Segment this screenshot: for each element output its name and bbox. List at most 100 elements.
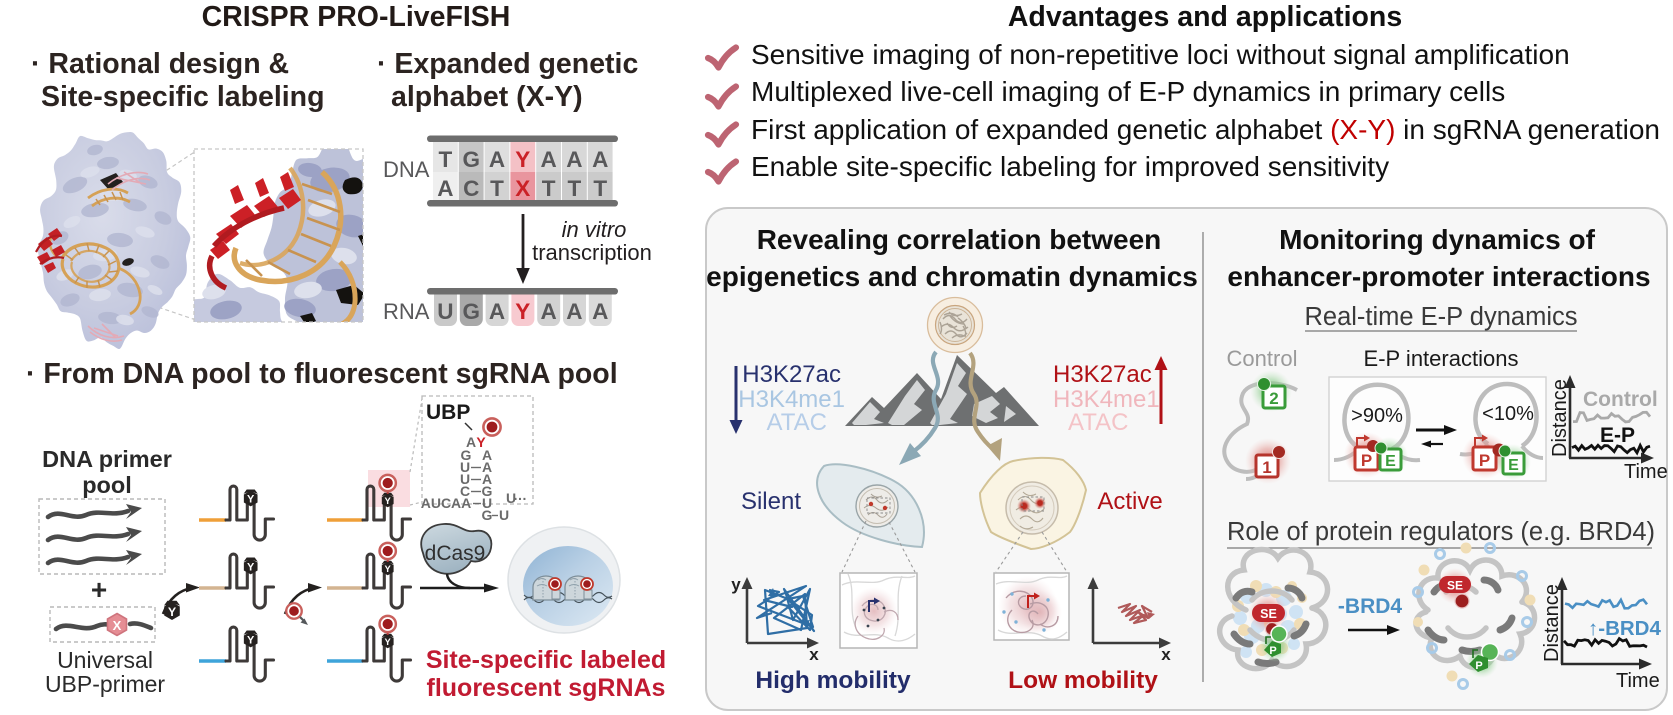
svg-text:Control: Control <box>1583 388 1658 411</box>
svg-text:Monitoring dynamics of: Monitoring dynamics of <box>1279 224 1595 255</box>
svg-text:Enable site-specific labeling: Enable site-specific labeling for improv… <box>751 151 1389 182</box>
svg-text:U: U <box>460 471 470 487</box>
svg-text:Time: Time <box>1624 461 1668 483</box>
svg-text:U: U <box>506 490 516 506</box>
svg-text:· Expanded genetic: · Expanded genetic <box>377 48 638 80</box>
svg-text:Real-time E-P dynamics: Real-time E-P dynamics <box>1304 303 1577 331</box>
svg-text:A: A <box>466 434 476 450</box>
svg-text:X: X <box>515 176 530 201</box>
svg-text:H3K27ac: H3K27ac <box>742 361 841 388</box>
svg-text:Control: Control <box>1227 346 1298 371</box>
svg-text:Role of protein regulators (e.: Role of protein regulators (e.g. BRD4) <box>1227 518 1655 546</box>
svg-text:G: G <box>462 299 480 324</box>
svg-text:Multiplexed live-cell imaging: Multiplexed live-cell imaging of E-P dyn… <box>751 76 1505 107</box>
svg-text:A: A <box>540 299 556 324</box>
svg-text:…: … <box>513 487 527 503</box>
svg-text:C: C <box>463 176 479 201</box>
svg-text:CRISPR PRO-LiveFISH: CRISPR PRO-LiveFISH <box>202 1 511 33</box>
svg-text:A: A <box>592 299 608 324</box>
svg-text:First application of expanded: First application of expanded genetic al… <box>751 114 1660 145</box>
svg-text:U: U <box>437 299 453 324</box>
svg-text:Silent: Silent <box>741 488 801 515</box>
svg-text:A: A <box>540 147 556 172</box>
svg-text:ATAC: ATAC <box>767 409 827 436</box>
svg-text:>90%: >90% <box>1351 405 1403 427</box>
svg-text:H3K4me1: H3K4me1 <box>1053 386 1160 413</box>
svg-text:T: T <box>439 147 453 172</box>
svg-text:Low mobility: Low mobility <box>1008 667 1158 694</box>
svg-text:T: T <box>593 176 607 201</box>
svg-text:E: E <box>1385 453 1396 470</box>
svg-text:Advantages and applications: Advantages and applications <box>1008 1 1402 33</box>
svg-text:Y: Y <box>515 147 530 172</box>
svg-text:A: A <box>592 147 608 172</box>
svg-text:1: 1 <box>1262 458 1271 477</box>
svg-text:DNA primer: DNA primer <box>42 446 172 472</box>
svg-text:G: G <box>461 447 472 463</box>
svg-text:E-P: E-P <box>1600 424 1635 447</box>
svg-text:A: A <box>437 176 453 201</box>
svg-text:C: C <box>460 483 470 499</box>
svg-text:Distance: Distance <box>1541 584 1563 662</box>
svg-text:P: P <box>1479 451 1490 470</box>
svg-text:Y: Y <box>515 299 530 324</box>
svg-text:· From DNA pool to fluorescent: · From DNA pool to fluorescent sgRNA poo… <box>26 358 618 390</box>
svg-text:Y: Y <box>476 434 486 450</box>
svg-text:P: P <box>1361 451 1372 470</box>
svg-text:E: E <box>1508 457 1519 474</box>
svg-text:SE: SE <box>1447 579 1463 593</box>
svg-text:H3K4me1: H3K4me1 <box>738 386 845 413</box>
svg-text:X: X <box>113 618 122 633</box>
svg-text:transcription: transcription <box>532 240 652 265</box>
svg-text:E-P interactions: E-P interactions <box>1364 346 1519 371</box>
svg-text:A: A <box>489 147 505 172</box>
svg-text:dCas9: dCas9 <box>425 542 486 565</box>
svg-text:x: x <box>1161 645 1171 664</box>
svg-text:UBP-primer: UBP-primer <box>45 671 165 697</box>
svg-text:alphabet (X-Y): alphabet (X-Y) <box>391 81 583 113</box>
svg-text:G: G <box>482 507 493 523</box>
svg-text:UBP: UBP <box>426 401 470 424</box>
svg-text:· Rational design &: · Rational design & <box>31 48 289 80</box>
svg-text:<10%: <10% <box>1482 403 1534 425</box>
svg-text:T: T <box>542 176 556 201</box>
svg-text:enhancer-promoter interactions: enhancer-promoter interactions <box>1227 261 1650 292</box>
svg-text:A: A <box>482 471 492 487</box>
svg-text:ATAC: ATAC <box>1068 409 1128 436</box>
svg-text:T: T <box>568 176 582 201</box>
svg-text:P: P <box>1269 645 1276 657</box>
svg-text:Active: Active <box>1097 488 1162 515</box>
svg-text:x: x <box>809 645 819 664</box>
svg-text:Distance: Distance <box>1549 379 1571 457</box>
svg-text:G: G <box>462 147 480 172</box>
svg-text:RNA: RNA <box>383 299 430 324</box>
svg-text:AUCAA: AUCAA <box>421 495 472 511</box>
svg-text:epigenetics and chromatin dyna: epigenetics and chromatin dynamics <box>706 261 1198 292</box>
svg-text:A: A <box>566 299 582 324</box>
svg-text:y: y <box>731 575 741 594</box>
svg-text:fluorescent sgRNAs: fluorescent sgRNAs <box>427 674 666 702</box>
svg-text:Universal: Universal <box>57 647 153 673</box>
svg-text:DNA: DNA <box>383 157 430 182</box>
svg-text:in vitro: in vitro <box>562 217 627 242</box>
svg-text:A: A <box>482 447 492 463</box>
svg-text:H3K27ac: H3K27ac <box>1053 361 1152 388</box>
svg-text:A: A <box>566 147 582 172</box>
svg-text:High mobility: High mobility <box>755 667 911 694</box>
svg-text:SE: SE <box>1260 607 1277 621</box>
svg-text:G: G <box>482 483 493 499</box>
svg-text:pool: pool <box>82 472 132 498</box>
svg-text:↑-BRD4: ↑-BRD4 <box>1588 617 1661 640</box>
svg-text:U: U <box>482 495 492 511</box>
svg-text:Site-specific labeling: Site-specific labeling <box>41 81 325 113</box>
svg-text:-BRD4: -BRD4 <box>1338 595 1402 618</box>
svg-text:Time: Time <box>1616 670 1660 692</box>
svg-text:Revealing correlation between: Revealing correlation between <box>757 224 1162 255</box>
svg-text:2: 2 <box>1269 389 1278 408</box>
svg-text:Sensitive imaging of non-repet: Sensitive imaging of non-repetitive loci… <box>751 39 1570 70</box>
svg-text:T: T <box>490 176 504 201</box>
svg-text:U: U <box>460 459 470 475</box>
svg-text:A: A <box>482 459 492 475</box>
svg-text:P: P <box>1475 660 1482 672</box>
svg-text:+: + <box>91 574 107 605</box>
